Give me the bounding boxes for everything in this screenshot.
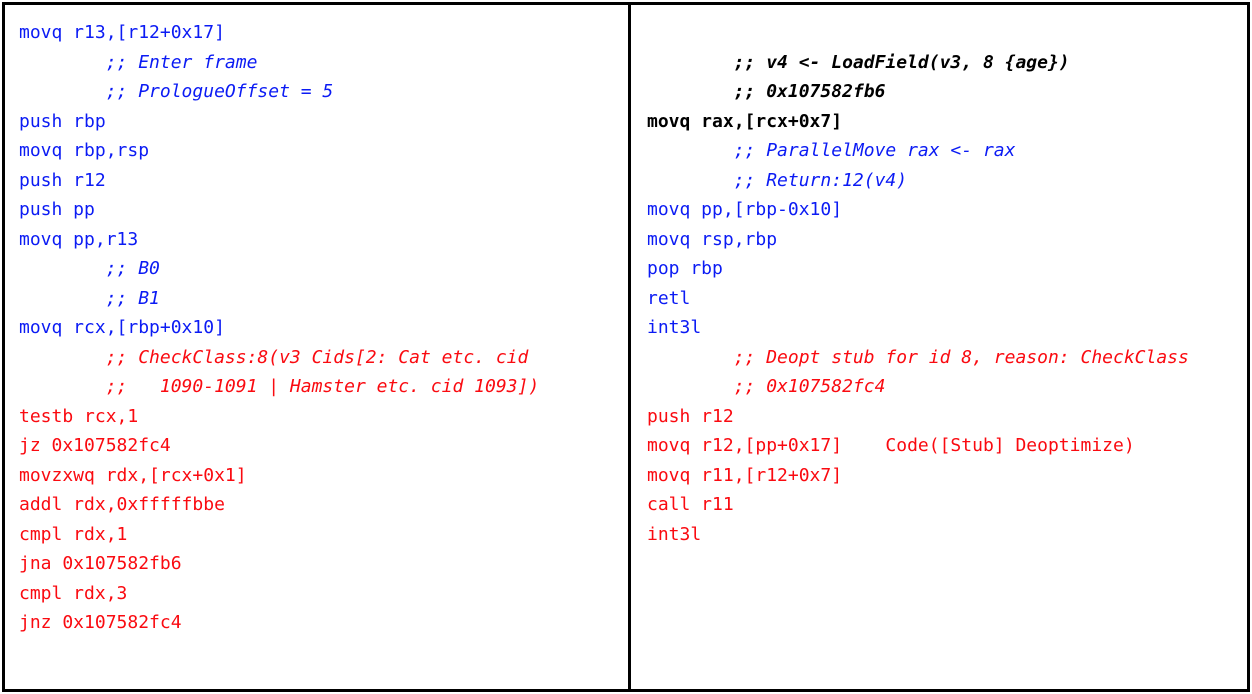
code-line: call r11 [647,494,734,515]
code-line: int3l [647,523,702,545]
code-line: movq rax,[rcx+0x7] [647,110,843,132]
code-comment-line: ;; Enter frame [19,51,258,73]
code-comment-line: ;; Deopt stub for id 8, reason: CheckCla… [647,346,1189,368]
code-line: movq rbp,rsp [19,140,150,161]
code-comment-line: ;; Return:12(v4) [647,169,908,191]
code-line [647,18,1247,48]
right-code-panel: ;; v4 <- LoadField(v3, 8 {age}) ;; 0x107… [631,5,1247,689]
code-line: retl [647,287,691,309]
code-comment-line: ;; PrologueOffset = 5 [19,81,334,102]
code-line: jnz 0x107582fc4 [19,612,182,633]
code-comment-line: ;; CheckClass:8(v3 Cids[2: Cat etc. cid [19,346,529,368]
code-line: push r12 [647,405,734,427]
code-line: testb rcx,1 [19,405,139,427]
code-line: push pp [19,199,95,220]
code-line: pop rbp [647,258,723,279]
code-comment-line: ;; ParallelMove rax <- rax [647,140,1016,161]
code-line: cmpl rdx,1 [19,523,128,545]
code-line: push rbp [19,110,106,132]
code-line: movq rsp,rbp [647,228,778,250]
left-code-panel: movq r13,[r12+0x17] ;; Enter frame ;; Pr… [5,5,631,689]
code-line: cmpl rdx,3 [19,582,128,604]
code-line: addl rdx,0xfffffbbe [19,494,225,515]
code-comment-line: ;; B0 [19,258,160,279]
code-line: movq r12,[pp+0x17] Code([Stub] Deoptimiz… [647,435,1135,456]
code-comment-line: ;; 1090-1091 | Hamster etc. cid 1093]) [19,376,540,397]
code-comment-line: ;; v4 <- LoadField(v3, 8 {age}) [647,51,1070,73]
code-comment-line: ;; 0x107582fc4 [647,376,886,397]
code-line: movq r13,[r12+0x17] [19,22,225,43]
code-line: movq rcx,[rbp+0x10] [19,317,225,338]
code-line: movq pp,r13 [19,228,139,250]
code-line: movq pp,[rbp-0x10] [647,199,843,220]
code-line: jz 0x107582fc4 [19,435,171,456]
code-line: int3l [647,317,702,338]
code-comment-line: ;; 0x107582fb6 [647,81,886,102]
code-line: jna 0x107582fb6 [19,553,182,574]
code-line: movzxwq rdx,[rcx+0x1] [19,464,247,486]
code-line: movq r11,[r12+0x7] [647,464,843,486]
code-line: push r12 [19,169,106,191]
code-comment-line: ;; B1 [19,287,160,309]
